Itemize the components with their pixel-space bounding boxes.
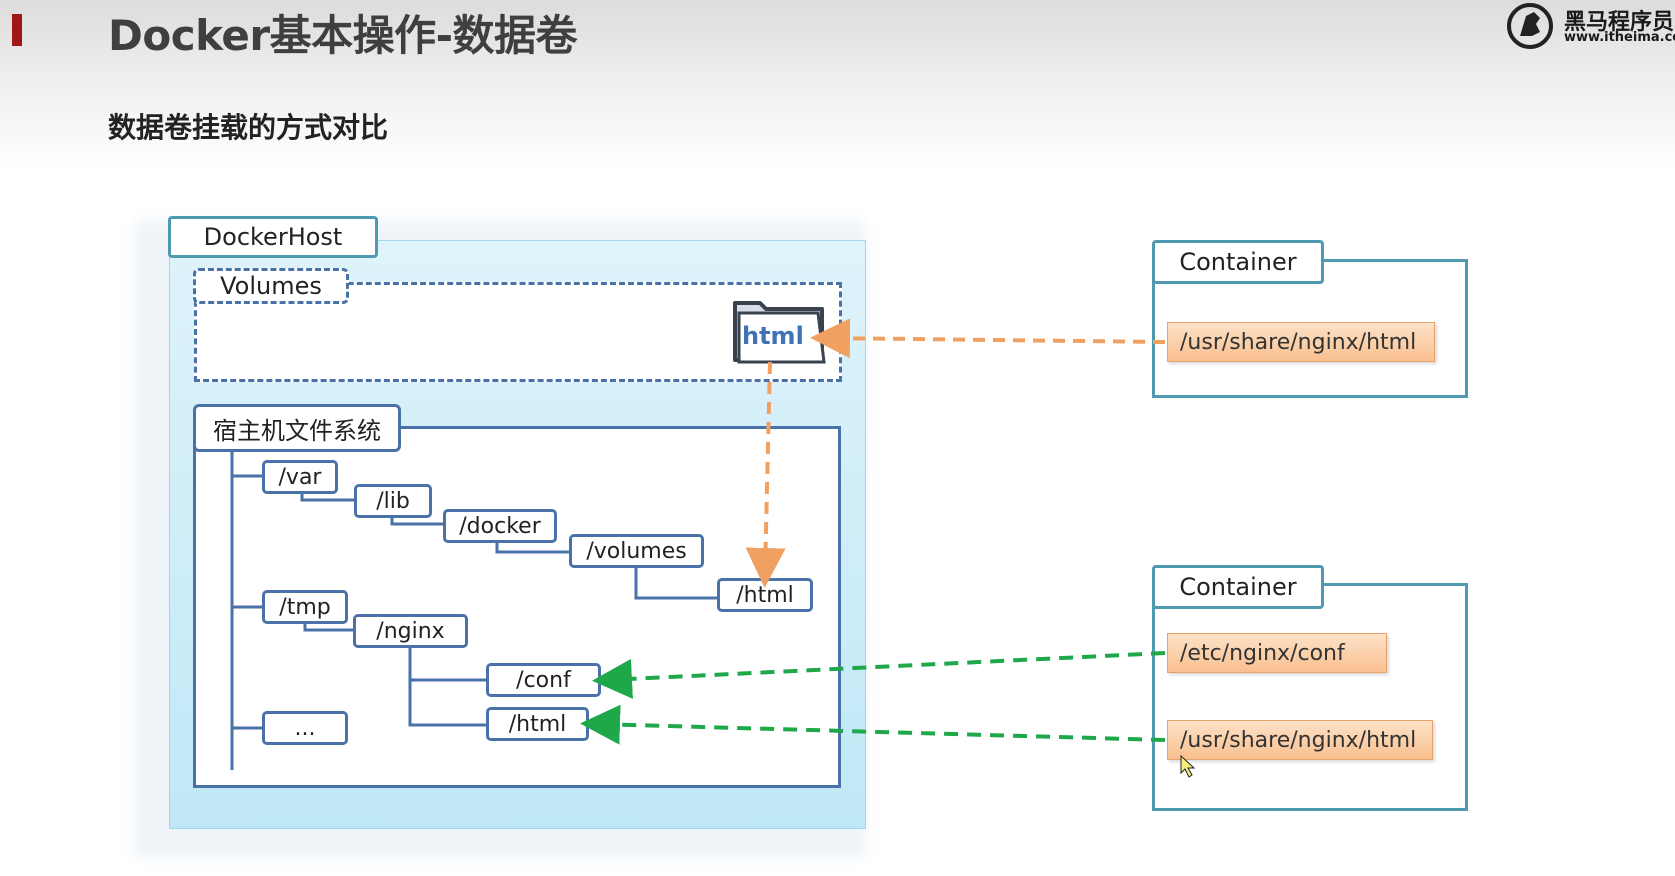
horse-logo-icon — [1507, 3, 1553, 49]
html-bind-arrow — [580, 704, 1166, 745]
tree-node-lib: /lib — [354, 484, 432, 518]
container-2-label: Container — [1152, 565, 1324, 609]
mouse-cursor-icon — [1180, 754, 1196, 778]
tree-node-tmp-html: /html — [486, 707, 589, 741]
docker-host-label: DockerHost — [168, 216, 378, 258]
page-title: Docker基本操作-数据卷 — [108, 11, 578, 60]
tree-node-volumes: /volumes — [569, 534, 704, 568]
container-1-label: Container — [1152, 240, 1324, 284]
tree-node-conf: /conf — [486, 663, 601, 697]
section-subtitle: 数据卷挂载的方式对比 — [108, 111, 389, 144]
folder-icon — [733, 301, 826, 364]
header-band — [0, 0, 1675, 170]
container-1-html-path: /usr/share/nginx/html — [1167, 322, 1435, 362]
volume-link-arrow — [745, 361, 786, 588]
accent-bar — [12, 14, 22, 46]
logo-name: 黑马程序员 — [1564, 10, 1675, 35]
tree-node-var: /var — [262, 460, 338, 494]
tree-node-more: ... — [262, 711, 348, 745]
container-2-conf-path: /etc/nginx/conf — [1167, 633, 1387, 673]
tree-node-tmp: /tmp — [262, 590, 348, 624]
conf-bind-arrow — [592, 651, 1166, 699]
tree-node-docker: /docker — [443, 509, 557, 543]
logo-url: www.itheima.com — [1564, 30, 1675, 45]
container-2-html-path: /usr/share/nginx/html — [1167, 720, 1433, 760]
tree-node-nginx: /nginx — [353, 614, 468, 648]
volumes-label: Volumes — [193, 268, 349, 304]
host-filesystem-label: 宿主机文件系统 — [193, 404, 401, 452]
volume-mount-arrow — [810, 318, 1166, 359]
volume-folder-name: html — [742, 322, 804, 350]
